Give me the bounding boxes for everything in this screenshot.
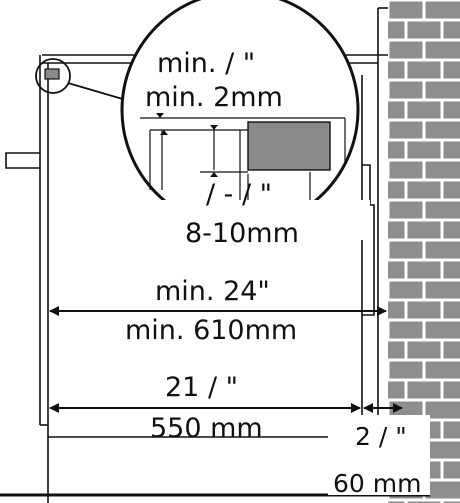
magnifier-cut (110, 200, 370, 240)
mag-arrow-top (156, 113, 164, 118)
wall-gap-metric-label: 60 mm (333, 469, 421, 498)
left-handle (5, 152, 40, 169)
top-gap-imperial-label: min. / " (157, 48, 255, 79)
top-gap-metric-label: min. 2mm (145, 82, 283, 113)
detail-panel-small (44, 68, 60, 80)
appliance-width-imperial-label: 21 / " (165, 372, 238, 403)
appliance-width-metric-label: 550 mm (150, 413, 263, 444)
detail-circle-small (35, 58, 71, 94)
mag-arrow-dim-bottom (210, 172, 218, 177)
opening-width-imperial-label: min. 24" (155, 276, 270, 307)
wall-gap-imperial-label: 2 / " (355, 422, 407, 451)
detail-marker (35, 58, 127, 101)
opening-width-metric-label: min. 610mm (125, 315, 297, 346)
magnifier-circle-icon (110, 0, 370, 240)
side-gap-imperial-label: / - / " (206, 179, 272, 210)
detail-leader-line (67, 82, 127, 101)
label-backing (328, 415, 430, 495)
mag-panel (247, 121, 331, 171)
mag-arrow-bottom (160, 130, 168, 135)
side-gap-metric-label: 8-10mm (185, 218, 299, 249)
mag-arrow-dim-top (210, 125, 218, 130)
